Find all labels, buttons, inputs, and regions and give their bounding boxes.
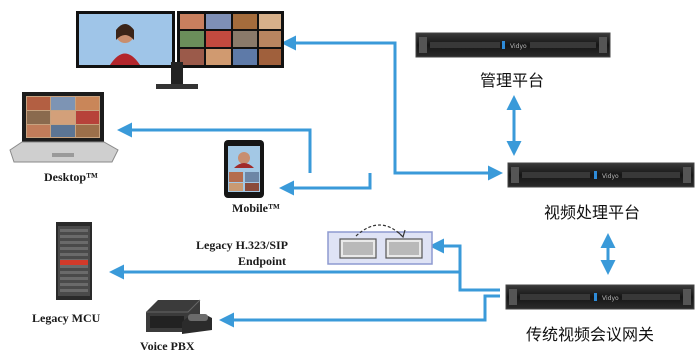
mobile-tablet-icon xyxy=(224,140,264,198)
server-brand-mgmt: Vidyo xyxy=(510,43,527,50)
voice-pbx-label: Voice PBX xyxy=(140,339,195,353)
management-server-icon: Vidyo xyxy=(415,32,611,58)
laptop-icon xyxy=(9,92,119,163)
legacy-mcu-label: Legacy MCU xyxy=(32,311,101,325)
arrow-monitors xyxy=(281,35,503,181)
server-brand-processing: Vidyo xyxy=(602,173,619,180)
video-processing-platform-label: 视频处理平台 xyxy=(544,203,640,222)
management-platform-label: 管理平台 xyxy=(480,71,544,90)
arrow-legacy-endpoint xyxy=(429,238,462,272)
arrow-legacy-mcu xyxy=(109,264,500,292)
video-processing-server-icon: Vidyo xyxy=(507,162,695,188)
legacy-endpoint-label-line1: Legacy H.323/SIP xyxy=(196,238,288,252)
legacy-gateway-label: 传统视频会议网关 xyxy=(526,325,654,344)
legacy-gateway-server-icon: Vidyo xyxy=(505,284,695,310)
server-brand-gateway: Vidyo xyxy=(602,295,619,302)
arrow-mobile xyxy=(279,173,372,196)
voice-pbx-icon xyxy=(146,299,212,334)
arrow-voice-pbx xyxy=(219,294,500,328)
connection-arrows xyxy=(109,35,616,328)
legacy-endpoint-label-line2: Endpoint xyxy=(238,254,286,268)
desktop-label: Desktop™ xyxy=(44,170,98,184)
mobile-label: Mobile™ xyxy=(232,201,280,215)
arrow-desktop xyxy=(117,122,312,173)
dual-monitor-icon xyxy=(76,11,284,89)
legacy-mcu-icon xyxy=(56,222,92,300)
legacy-endpoint-icon xyxy=(327,224,433,265)
